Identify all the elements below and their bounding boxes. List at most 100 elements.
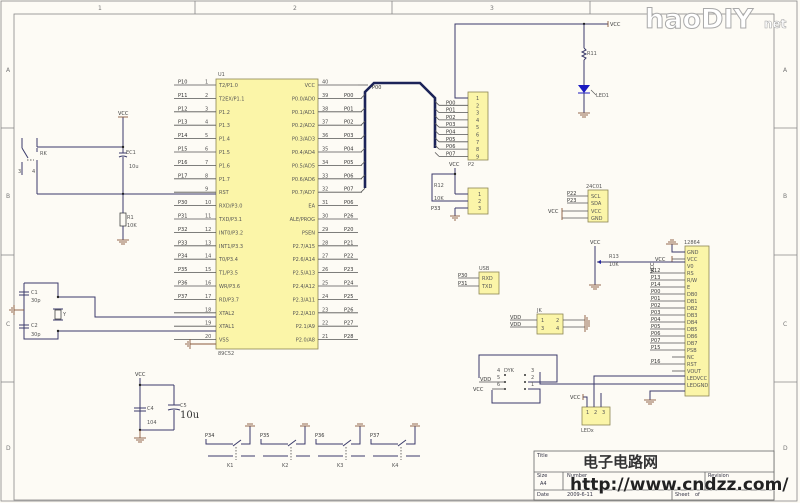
net-label: P06 xyxy=(344,200,353,206)
pin-name: XTAL1 xyxy=(219,324,234,330)
bus-entry xyxy=(434,144,440,150)
key-net: P37 xyxy=(370,433,379,439)
jk-header[interactable]: JK 1 2 3 4 VDD VDD xyxy=(510,308,590,335)
led-icon xyxy=(578,85,590,93)
key-designator: K2 xyxy=(282,463,288,469)
p2-pin-number: 7 xyxy=(476,140,479,146)
power-led-pin: 1 xyxy=(586,410,589,416)
uart-net: P31 xyxy=(458,281,467,287)
dpdt-pin: 6 xyxy=(497,382,500,388)
decoupling-vcc: VCC xyxy=(135,372,146,378)
jk-pin: 1 xyxy=(541,318,544,324)
power-led-pin: 3 xyxy=(602,410,605,416)
pin-name: P2.2/A10 xyxy=(293,311,315,317)
pin-name: P1.7 xyxy=(219,177,230,183)
row-marker: C xyxy=(6,321,10,328)
pot-value: 10K xyxy=(609,262,619,268)
led-vcc-label: VCC xyxy=(610,22,621,28)
net-label: P35 xyxy=(178,267,187,273)
pin-number: 10 xyxy=(205,200,211,206)
net-label: P28 xyxy=(344,334,353,340)
p3-vcc-label: VCC xyxy=(449,162,460,168)
lcd-net-label: P04 xyxy=(651,317,660,323)
reset-switch-designator: RK xyxy=(40,151,47,157)
title-block: Title Size A4 Number Revision Date 2009-… xyxy=(533,450,775,501)
p2-net-label: P05 xyxy=(446,137,455,143)
c5-value: 10u xyxy=(180,410,200,421)
net-label: P20 xyxy=(344,227,353,233)
p2-pin-number: 4 xyxy=(476,118,479,124)
pin-number: 29 xyxy=(322,227,328,233)
crystal-c1-designator: C1 xyxy=(31,290,38,296)
eeprom-24c01[interactable]: 24C01 SCL SDA VCC GND P22 P23 VCC xyxy=(548,184,609,223)
bus-entry xyxy=(360,174,366,180)
pin-number: 9 xyxy=(205,187,208,193)
p2-pin-number: 1 xyxy=(476,96,479,102)
pin-name: EA xyxy=(308,204,315,210)
lcd-net-label: P12 xyxy=(651,268,660,274)
net-label: P15 xyxy=(178,147,187,153)
net-label: P03 xyxy=(344,133,353,139)
switch-pin: 4 xyxy=(32,169,35,175)
pin-number: 3 xyxy=(205,106,208,112)
uart-header[interactable]: USB RXD TXD P30 P31 xyxy=(458,266,500,295)
p2-pin-number: 2 xyxy=(476,103,479,109)
watermark-title: 电子电路网 xyxy=(583,453,658,471)
pin-name: P2.0/A8 xyxy=(296,338,315,344)
watermark-suffix: net xyxy=(764,17,787,31)
p3-net-label: P33 xyxy=(431,206,440,212)
mcu-part: 89C52 xyxy=(218,351,234,357)
crystal-designator: Y xyxy=(62,312,67,318)
power-led-pin: 2 xyxy=(594,410,597,416)
reset-cap-designator: EC1 xyxy=(126,150,136,156)
date-label: Date xyxy=(537,492,549,498)
row-marker: D xyxy=(783,445,788,452)
dpdt-switch[interactable]: DYK 4 5 6 3 2 1 VDD VCC xyxy=(473,354,558,404)
net-label: P01 xyxy=(344,106,353,112)
crystal-c1-value: 30p xyxy=(31,298,41,304)
pin-name: P2.5/A13 xyxy=(293,271,315,277)
lcd-rail-label: VCC xyxy=(650,262,656,273)
header-p3[interactable]: VCC R12 10K P33 1 2 3 xyxy=(431,162,489,221)
pin-number: 23 xyxy=(322,307,328,313)
power-led-module[interactable]: LEDx 1 2 3 VCC xyxy=(570,375,685,434)
net-label: P32 xyxy=(178,227,187,233)
pin-name: P0.0/AD0 xyxy=(292,96,315,102)
pin-name: P0.7/AD7 xyxy=(292,190,315,196)
pin-number: 21 xyxy=(322,334,328,340)
pin-number: 1 xyxy=(205,80,208,86)
lcd-pin-name: RST xyxy=(687,362,698,368)
mcu-89c52[interactable]: U1 89C52 1T2/P1.0P102T2EX/P1.1P113P1.2P1… xyxy=(174,72,368,357)
power-led-net: VCC xyxy=(570,395,581,401)
pin-number: 35 xyxy=(322,147,328,153)
pin-number: 28 xyxy=(322,240,328,246)
dpdt-designator: DYK xyxy=(504,368,515,374)
lcd-12864[interactable]: 12864 GNDVCCVCCV0RSP12R/WP13EP14DB0P00DB… xyxy=(539,239,710,405)
pin-name: RST xyxy=(219,190,230,196)
lcd-pin-name: DB0 xyxy=(687,292,697,298)
lcd-net-label: P07 xyxy=(651,338,660,344)
net-label: P26 xyxy=(344,214,353,220)
lcd-pin-name: NC xyxy=(687,355,695,361)
